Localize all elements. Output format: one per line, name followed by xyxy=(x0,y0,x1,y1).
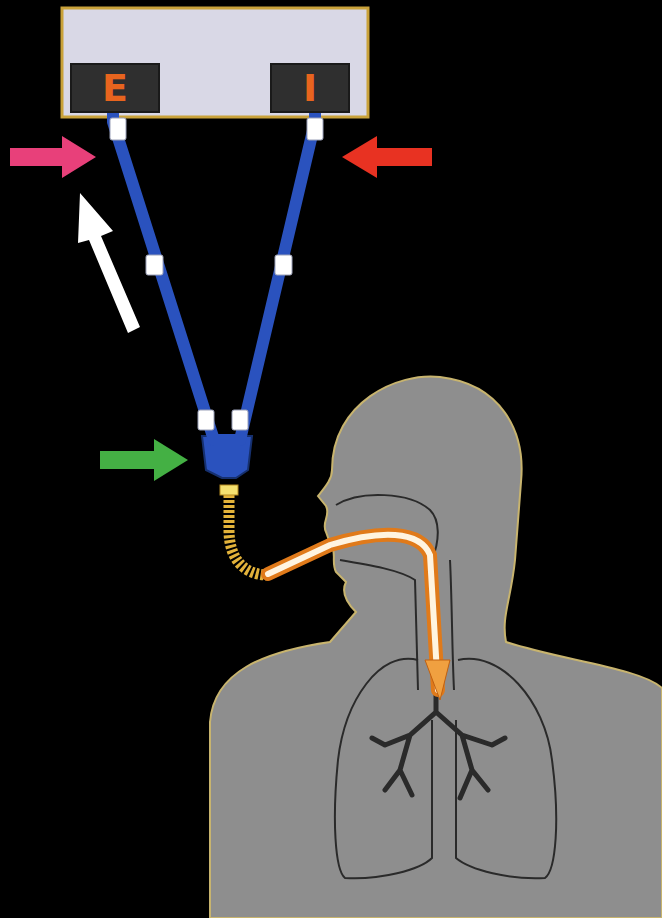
bronchi xyxy=(372,690,505,798)
port-letter: I xyxy=(303,69,317,107)
tube-adapter xyxy=(220,485,238,495)
port-letter: E xyxy=(102,69,128,107)
breathing-tube xyxy=(113,113,315,440)
lung-outline xyxy=(335,659,556,879)
patient-silhouette xyxy=(210,376,662,918)
tube-coupler xyxy=(110,118,323,430)
flow-arrow xyxy=(78,193,140,333)
pointer-arrow xyxy=(100,439,188,481)
ventilator-housing xyxy=(62,8,368,117)
pointer-arrow xyxy=(10,136,96,178)
control-box: I xyxy=(270,63,350,113)
endotracheal-tube-outer xyxy=(268,535,438,690)
tube-cuff xyxy=(425,660,450,700)
endotracheal-tube-inner xyxy=(268,535,438,690)
pointer-arrow xyxy=(342,136,432,178)
control-box: E xyxy=(70,63,160,113)
corrugated-tube xyxy=(229,490,268,575)
